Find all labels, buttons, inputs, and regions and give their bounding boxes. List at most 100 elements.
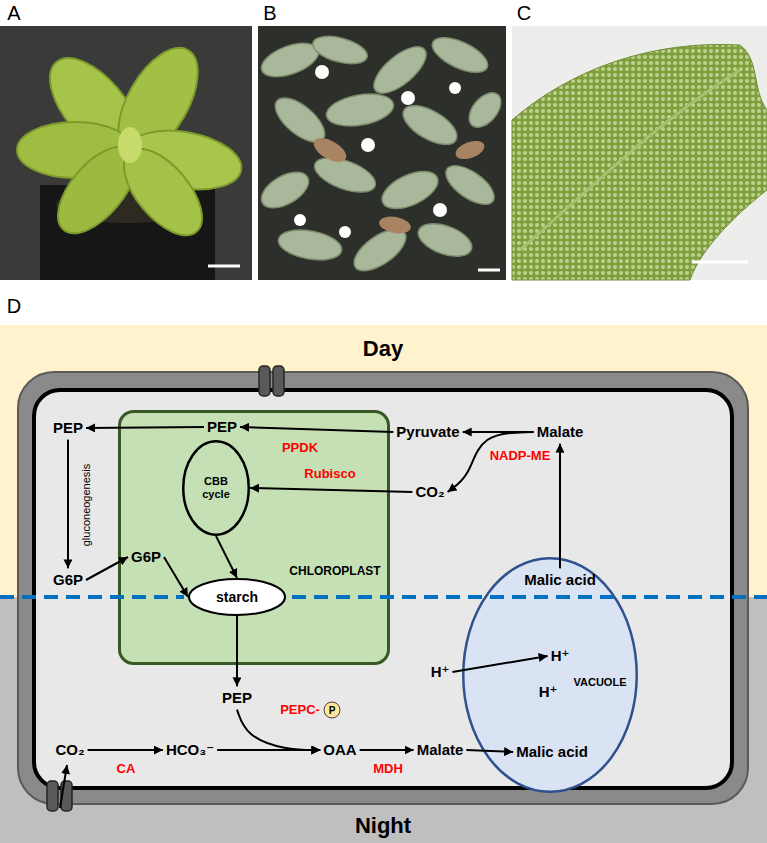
dry-leaf [310,133,350,167]
photo-background [0,26,252,280]
vacuole-shape [463,558,637,792]
reaction-arrow [466,750,513,752]
leaf [397,98,463,152]
enzyme-label-holder: CA [117,762,136,777]
leaf [463,87,507,133]
proton-label: H⁺ [551,647,570,664]
scale-bar [692,261,748,264]
metabolite: Malic acid [521,568,599,591]
young-leaf [118,127,142,163]
text-holder: Malate [417,741,464,758]
chloroplast: CHLOROPLASTCBB cyclestarchPEPG6P [118,410,390,665]
text-holder: PEP [207,418,237,435]
flower [294,214,306,226]
day-band-label: Day [363,336,403,361]
text-holder: H⁺ [551,647,570,664]
flower [433,203,447,217]
metabolite-label: CO₂ [55,741,84,758]
reaction-arrow [452,656,547,672]
enzyme-label-holder: PPDK [282,441,318,456]
label-holder: B [263,2,276,25]
enzyme-label: PEPC- [280,702,320,717]
chloroplast-shape [120,412,389,664]
metabolite-label: CO₂ [415,483,444,500]
leaf [310,31,370,69]
metabolite-label: G6P [131,548,161,565]
text-holder: VACUOLE [574,676,627,689]
leaf [255,165,314,215]
metabolite-label: OAA [323,741,356,758]
reaction-arrow [67,440,69,569]
leaf [414,217,476,262]
enzyme-label-holder: PEPC- [280,703,320,718]
metabolite: G6P [128,545,164,568]
scale-bar [478,269,500,272]
leaf-group [255,31,507,279]
panel-letter: C [517,2,531,24]
text-holder: CO₂ [415,483,444,500]
text-holder: H⁺ [431,663,450,680]
enzyme-label-holder: NADP-ME [490,449,551,464]
leaf [440,158,501,211]
enzyme-label: CA [117,761,136,776]
pathway-label: gluconeogenesis [80,464,92,547]
leaf [276,226,344,265]
dashed-divider [292,595,767,599]
enzyme-label-holder: Rubisco [304,467,355,482]
leaf [427,31,492,80]
dry-leaf [453,137,487,162]
text-holder: H⁺ [539,683,558,700]
text-holder: PEP [222,689,252,706]
text-holder: CHLOROPLAST [289,565,380,579]
proton: H⁺ [548,644,573,667]
leaf [366,39,433,102]
phosphate-symbol: P [324,702,341,719]
text-holder: Malic acid [524,571,596,588]
chloroplast-outline [118,410,390,665]
label-holder: A [7,2,20,25]
metabolite-label: PEP [207,418,237,435]
text-holder: OAA [323,741,356,758]
enzyme-label: Rubisco [304,466,355,481]
flower [401,91,415,105]
enzyme-label: PPDK [282,440,318,455]
metabolite-label: PEP [53,419,83,436]
flower-group [294,65,461,238]
enzyme-label-holder: MDH [373,762,403,777]
enzyme-label: MDH [373,761,403,776]
text-holder: Malate [537,423,584,440]
photo-panels [0,0,767,300]
proton-label: H⁺ [539,683,558,700]
dashed-divider [0,595,184,599]
dry-leaf [378,214,412,235]
reaction-arrow [216,536,237,578]
flower [449,82,461,94]
reaction-arrow [250,488,412,492]
reaction-arrow [86,557,128,580]
text-holder: G6P [53,571,83,588]
night-band-label: Night [355,813,411,838]
metabolite-label: HCO₃⁻ [166,741,214,758]
metabolite-label: PEP [222,689,252,706]
proton: H⁺ [536,680,561,703]
metabolite-label: Pyruvate [396,423,459,440]
enzyme-label: NADP-ME [490,448,551,463]
metabolite-label: Malate [417,741,464,758]
metabolite-label: G6P [53,571,83,588]
panel-letter: D [7,295,21,317]
text-holder: CBB cycle [194,475,238,500]
metabolite: PEP [204,415,240,438]
reaction-arrow [236,616,238,686]
label-holder: C [517,2,531,25]
metabolite-label: Malate [537,423,584,440]
reaction-arrow [559,444,561,569]
text-holder: CO₂ [55,741,84,758]
enzyme-label-holder: gluconeogenesis [80,464,93,547]
vacuole: VACUOLEMalic acidH⁺H⁺Malic acid [462,557,638,793]
leaf-with-bladder-cells [512,44,767,280]
metabolite-label: Malic acid [524,571,596,588]
reaction-arrow [240,427,393,432]
starch-granule-shape [189,579,285,615]
text-holder: HCO₃⁻ [166,741,214,758]
